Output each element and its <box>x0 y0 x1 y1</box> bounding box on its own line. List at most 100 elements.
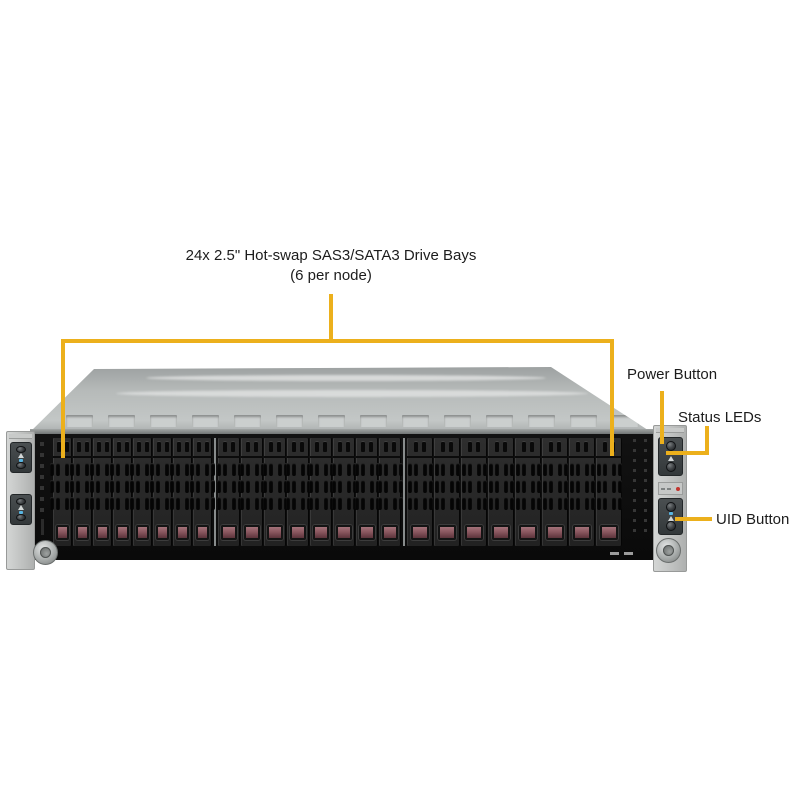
vent-slot <box>548 497 553 510</box>
vent-slot <box>211 480 215 493</box>
tray-release-latch[interactable] <box>155 525 170 540</box>
drive-tray[interactable] <box>70 438 95 546</box>
vent-slot <box>467 480 472 493</box>
power-button-icon[interactable] <box>665 502 676 512</box>
tray-handle[interactable] <box>549 441 561 454</box>
front-left-vent-strip <box>35 442 49 544</box>
power-button[interactable] <box>665 441 676 451</box>
tray-release-latch[interactable] <box>382 525 398 540</box>
drive-tray[interactable] <box>308 438 334 546</box>
drive-tray[interactable] <box>515 438 541 546</box>
tray-handle[interactable] <box>522 441 534 454</box>
vent-slot <box>455 480 460 493</box>
chassis-top-lid <box>28 367 654 434</box>
tray-handle[interactable] <box>576 441 588 454</box>
vent-slot <box>110 480 114 493</box>
vent-slot <box>96 463 100 476</box>
drive-tray[interactable] <box>434 438 460 546</box>
tray-handle[interactable] <box>223 441 235 454</box>
tray-handle[interactable] <box>156 441 169 454</box>
tray-handle[interactable] <box>292 441 304 454</box>
drive-tray[interactable] <box>488 438 514 546</box>
tray-release-latch[interactable] <box>195 525 210 540</box>
tray-handle[interactable] <box>315 441 327 454</box>
tray-vent-row <box>262 463 288 476</box>
tray-release-latch[interactable] <box>95 525 110 540</box>
handle-slot <box>184 441 189 452</box>
tray-handle[interactable] <box>246 441 258 454</box>
tray-handle[interactable] <box>136 441 149 454</box>
right-thumbscrew[interactable] <box>656 538 681 563</box>
tray-handle[interactable] <box>414 441 426 454</box>
tray-release-latch[interactable] <box>55 525 70 540</box>
reset-button-icon[interactable] <box>665 462 676 472</box>
vent-slot-pair <box>239 480 250 493</box>
tray-release-latch[interactable] <box>221 525 237 540</box>
tray-handle[interactable] <box>116 441 129 454</box>
tray-handle[interactable] <box>269 441 281 454</box>
tray-handle[interactable] <box>196 441 209 454</box>
tray-handle[interactable] <box>56 441 69 454</box>
tray-handle[interactable] <box>361 441 373 454</box>
tray-release-latch[interactable] <box>491 525 511 540</box>
handle-slot <box>449 441 453 452</box>
power-button-icon[interactable] <box>16 498 26 505</box>
tray-rail <box>264 456 286 458</box>
drive-tray[interactable] <box>262 438 288 546</box>
drive-tray[interactable] <box>239 438 265 546</box>
power-button-icon[interactable] <box>16 446 26 453</box>
tray-handle[interactable] <box>96 441 109 454</box>
drive-tray[interactable] <box>407 438 433 546</box>
tray-release-latch[interactable] <box>359 525 375 540</box>
tray-release-latch[interactable] <box>313 525 329 540</box>
tray-release-latch[interactable] <box>175 525 190 540</box>
drive-tray[interactable] <box>170 438 195 546</box>
drive-tray[interactable] <box>190 438 215 546</box>
handle-slot <box>269 441 273 452</box>
drive-tray[interactable] <box>377 438 403 546</box>
tray-release-latch[interactable] <box>267 525 283 540</box>
vent-slot <box>185 463 189 476</box>
drive-tray[interactable] <box>542 438 568 546</box>
left-thumbscrew[interactable] <box>33 540 58 565</box>
tray-release-latch[interactable] <box>545 525 565 540</box>
drive-tray[interactable] <box>569 438 595 546</box>
tray-release-latch[interactable] <box>464 525 484 540</box>
drive-tray[interactable] <box>90 438 115 546</box>
tray-release-latch[interactable] <box>115 525 130 540</box>
uid-button-icon[interactable] <box>16 514 26 521</box>
tray-handle[interactable] <box>384 441 396 454</box>
vent-slot-pair <box>611 480 622 493</box>
drive-tray[interactable] <box>596 438 622 546</box>
drive-tray[interactable] <box>461 438 487 546</box>
vent-slot <box>515 463 520 476</box>
left-thumbscrew-slot <box>40 547 51 558</box>
tray-handle[interactable] <box>495 441 507 454</box>
tray-handle[interactable] <box>468 441 480 454</box>
tray-release-latch[interactable] <box>410 525 430 540</box>
tray-release-latch[interactable] <box>336 525 352 540</box>
vent-slot-pair <box>285 480 296 493</box>
handle-slot <box>584 441 588 452</box>
uid-button[interactable] <box>665 521 676 531</box>
drive-tray[interactable] <box>354 438 380 546</box>
tray-handle[interactable] <box>441 441 453 454</box>
tray-release-latch[interactable] <box>572 525 592 540</box>
uid-button-icon[interactable] <box>16 462 26 469</box>
drive-tray[interactable] <box>216 438 242 546</box>
tray-release-latch[interactable] <box>518 525 538 540</box>
tray-release-latch[interactable] <box>75 525 90 540</box>
handle-slot <box>414 441 418 452</box>
tray-release-latch[interactable] <box>135 525 150 540</box>
tray-release-latch[interactable] <box>290 525 306 540</box>
tray-handle[interactable] <box>176 441 189 454</box>
vent-slot <box>70 463 74 476</box>
tray-handle[interactable] <box>338 441 350 454</box>
tray-release-latch[interactable] <box>437 525 457 540</box>
warning-triangle-icon <box>18 453 24 458</box>
tray-handle[interactable] <box>76 441 89 454</box>
tray-release-latch[interactable] <box>244 525 260 540</box>
tray-release-latch[interactable] <box>599 525 619 540</box>
drive-tray[interactable] <box>331 438 357 546</box>
drive-tray[interactable] <box>285 438 311 546</box>
